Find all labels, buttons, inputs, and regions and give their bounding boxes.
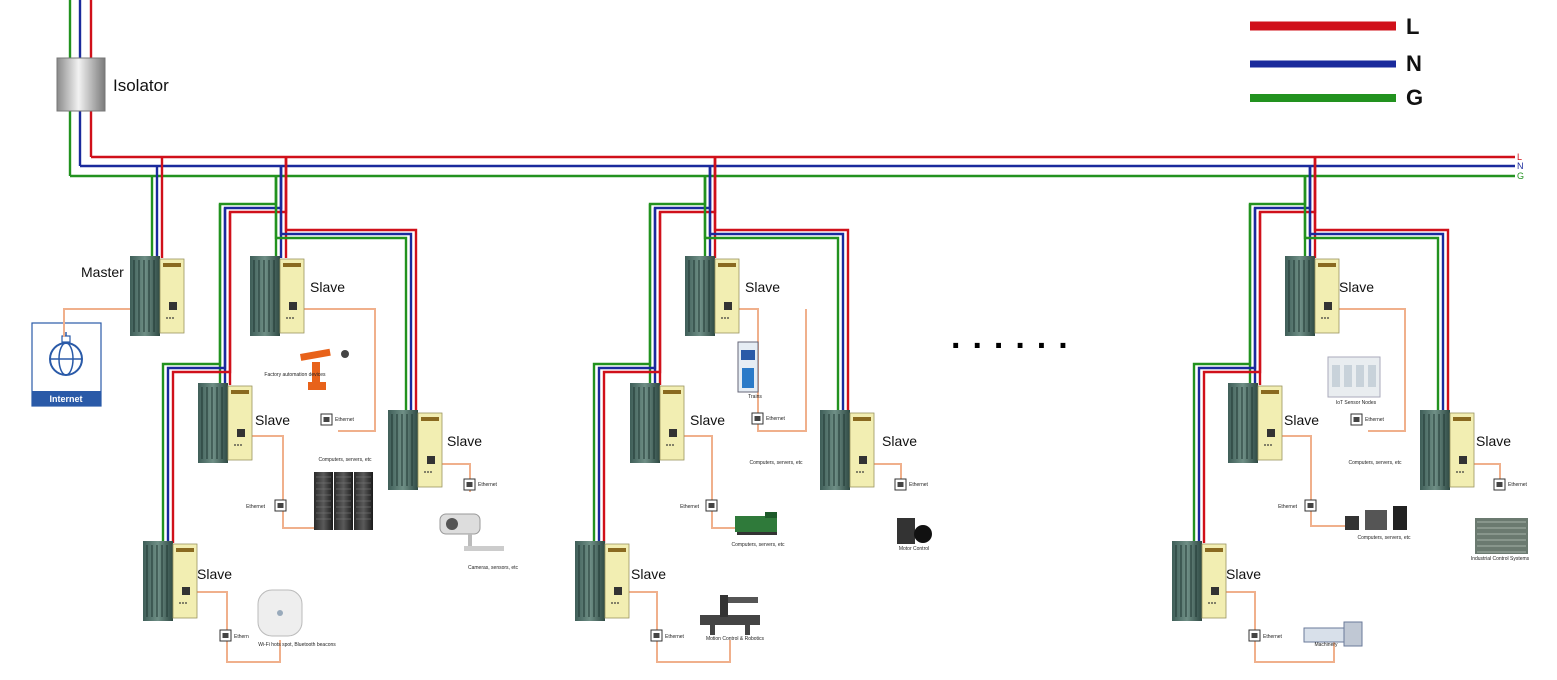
device-label: Computers, servers, etc xyxy=(1348,460,1402,466)
ethernet-port-icon xyxy=(1350,413,1363,426)
slave-label: Slave xyxy=(1476,433,1511,449)
camera-icon xyxy=(439,513,504,551)
slave-device xyxy=(388,410,443,490)
master-label: Master xyxy=(81,264,124,280)
device-label: Industrial Control Systems xyxy=(1471,556,1530,562)
bus-label-g: G xyxy=(1517,171,1524,181)
ethernet-label: Ethernet xyxy=(909,482,929,488)
train-icon xyxy=(735,512,777,535)
ethernet-label: Ethernet xyxy=(478,482,498,488)
legend: L N G xyxy=(1250,14,1423,110)
ethernet-label: Ethernet xyxy=(665,634,685,640)
ethernet-label: Ethernet xyxy=(1508,482,1528,488)
iot-sensor-icon xyxy=(1345,506,1407,530)
ethernet-port-icon xyxy=(1248,629,1261,642)
slave-label: Slave xyxy=(882,433,917,449)
legend-label-l: L xyxy=(1406,14,1419,39)
wires-layer xyxy=(63,157,1501,663)
server-rack-icon xyxy=(314,472,373,530)
ethernet-port-icon xyxy=(274,499,287,512)
slave-device xyxy=(1172,541,1227,621)
slave-device xyxy=(1420,410,1475,490)
ethernet-port-icon xyxy=(650,629,663,642)
internet-box: Internet xyxy=(31,322,102,407)
slave-device xyxy=(630,383,685,463)
ethernet-label: Ethernet xyxy=(766,416,786,422)
slave-label: Slave xyxy=(1284,412,1319,428)
ethernet-label: Ethern xyxy=(234,634,249,640)
ethernet-label: Ethernet xyxy=(1365,417,1385,423)
ethernet-port-icon xyxy=(705,499,718,512)
bus-label-n: N xyxy=(1517,161,1524,171)
gas-pump-icon xyxy=(737,341,759,393)
bus-label-l: L xyxy=(1517,152,1522,162)
ethernet-port-icon xyxy=(894,478,907,491)
slave-device xyxy=(198,383,253,463)
ethernet-port-icon xyxy=(463,478,476,491)
slave-device xyxy=(820,410,875,490)
slave-label: Slave xyxy=(197,566,232,582)
industrial-control-icon xyxy=(1475,518,1528,554)
slave-device xyxy=(685,256,740,336)
slave-label: Slave xyxy=(447,433,482,449)
slave-label: Slave xyxy=(255,412,290,428)
ethernet-label: Ethernet xyxy=(246,504,266,510)
slave-device xyxy=(143,541,198,621)
slave-label: Slave xyxy=(1226,566,1261,582)
internet-label: Internet xyxy=(49,394,82,404)
isolator-label: Isolator xyxy=(113,76,169,95)
legend-label-g: G xyxy=(1406,85,1423,110)
isolator xyxy=(56,57,106,112)
power-bus: L N G xyxy=(70,152,1524,181)
device-label: Computers, servers, etc xyxy=(318,457,372,463)
device-label: Wi-Fi hots spot, Bluetooth beacons xyxy=(258,642,336,648)
ethernet-port-icon xyxy=(320,413,333,426)
motor-control-icon xyxy=(897,518,932,544)
slave-device xyxy=(1285,256,1340,336)
device-label: Factory automation devices xyxy=(264,372,326,378)
device-label: Computers, servers, etc xyxy=(731,542,785,548)
device-label: Cameras, sensors, etc xyxy=(468,565,519,571)
device-label: Computers, servers, etc xyxy=(749,460,803,466)
slave-label: Slave xyxy=(310,279,345,295)
ethernet-port-icon xyxy=(1304,499,1317,512)
device-label: Computers, servers, etc xyxy=(1357,535,1411,541)
device-label: Motor Control xyxy=(899,546,929,552)
slave-label: Slave xyxy=(745,279,780,295)
building-automation-icon xyxy=(1327,356,1381,398)
robot-arm-icon xyxy=(300,348,349,390)
slave-device xyxy=(575,541,630,621)
ethernet-label: Ethernet xyxy=(335,417,355,423)
slave-device xyxy=(1228,383,1283,463)
motion-robotics-icon xyxy=(700,595,760,635)
slave-label: Slave xyxy=(631,566,666,582)
ethernet-port-icon xyxy=(751,412,764,425)
ethernet-port-icon xyxy=(219,629,232,642)
ethernet-label: Ethernet xyxy=(1263,634,1283,640)
device-label: Motion Control & Robotics xyxy=(706,636,765,642)
ethernet-port-icon xyxy=(1493,478,1506,491)
device-label: Trains xyxy=(748,394,762,400)
slave-device xyxy=(250,256,305,336)
slave-label: Slave xyxy=(1339,279,1374,295)
ethernet-label: Ethernet xyxy=(1278,504,1298,510)
device-label: Machinery xyxy=(1314,642,1338,648)
legend-label-n: N xyxy=(1406,51,1422,76)
slave-label: Slave xyxy=(690,412,725,428)
wifi-access-point-icon xyxy=(257,589,303,637)
ellipsis: ...... xyxy=(951,318,1080,356)
device-label: IoT Sensor Nodes xyxy=(1336,400,1377,406)
main-feed: Isolator xyxy=(56,0,169,176)
machinery-icon xyxy=(1303,621,1363,647)
ethernet-label: Ethernet xyxy=(680,504,700,510)
master-device xyxy=(130,256,185,336)
